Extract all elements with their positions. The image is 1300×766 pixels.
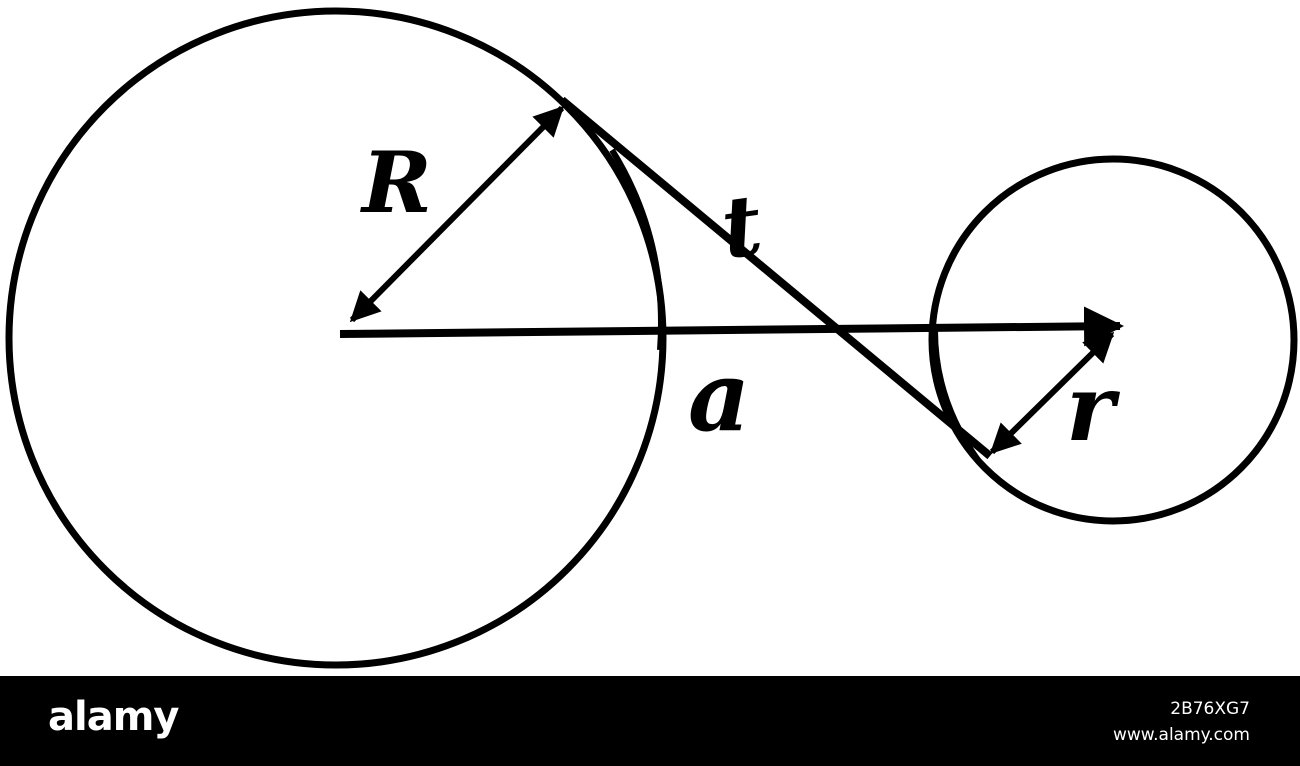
label-t: t	[715, 175, 767, 278]
radius-R-arrow	[349, 105, 565, 323]
label-r: r	[1066, 354, 1121, 462]
watermark-meta: 2B76XG7 www.alamy.com	[1113, 696, 1250, 748]
radius-r-arrow	[989, 331, 1115, 455]
image-id: 2B76XG7	[1170, 699, 1250, 719]
center-distance-line	[339, 306, 1124, 347]
angle-arc	[609, 148, 664, 351]
label-R: R	[360, 133, 432, 232]
tangent-t-line	[559, 96, 993, 460]
diagram: R t a r	[5, 7, 1298, 669]
large-circle	[5, 7, 667, 669]
alamy-logo: alamy	[48, 694, 179, 740]
site-url: www.alamy.com	[1112, 725, 1250, 745]
small-circle	[928, 155, 1298, 525]
diagram-svg: R t a r	[5, 7, 1298, 669]
small-angle-arc	[932, 329, 981, 462]
watermark-banner: alamy 2B76XG7 www.alamy.com	[0, 676, 1300, 766]
label-a: a	[688, 340, 750, 453]
